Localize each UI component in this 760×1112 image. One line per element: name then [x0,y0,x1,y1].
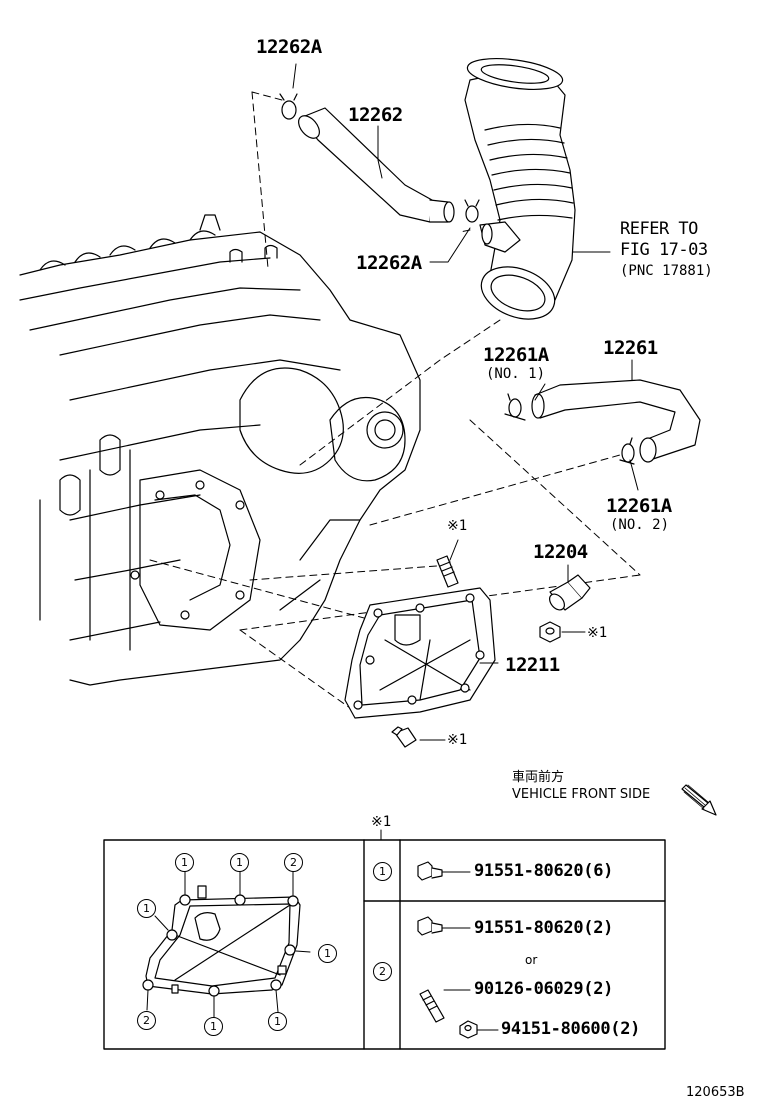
inset-callout-5: 1 [318,944,337,963]
inset-callout-1: 1 [175,853,194,872]
direction-arrow-icon [681,784,717,816]
pcv-valve-12204-icon [549,574,591,611]
table-bolt-1-icon [417,861,471,881]
table-row2-or: or [525,953,538,967]
inset-callout-2: 1 [230,853,249,872]
label-12211: 12211 [505,654,560,676]
label-12204: 12204 [533,541,588,563]
table-stud-icon [419,989,471,1023]
air-hose-icon [464,58,576,320]
label-12261A-no1: 12261A [483,344,549,366]
mark-stud: ※1 [447,518,468,534]
inset-callout-7: 1 [204,1017,223,1036]
engine-block-icon [19,214,421,686]
table-nut-icon [459,1020,499,1039]
pcv-hose-12261-icon [504,379,701,465]
label-12261: 12261 [603,337,658,359]
figure-id: 120653B [686,1085,745,1100]
cover-plate-12211-icon [344,587,496,719]
leader-lines [292,63,639,741]
label-12262A-mid: 12262A [356,252,422,274]
inset-cover-icon [142,869,311,1019]
table-row2-part-c: 94151-80600(2) [501,1019,641,1039]
table-row2-part-a: 91551-80620(2) [474,918,614,938]
table-mark: ※1 [371,814,392,830]
table-row1-key: 1 [373,862,392,881]
label-12261A-no1-note: (NO. 1) [486,366,546,382]
bolt-icon [391,726,417,748]
mark-bolt: ※1 [447,732,468,748]
refer-line-2: FIG 17-03 [620,240,708,260]
refer-line-3: (PNC 17881) [620,263,713,279]
nut-icon [539,621,561,643]
inset-callout-3: 2 [284,853,303,872]
pcv-hose-12262-icon [279,93,480,223]
label-12261A-no2-note: (NO. 2) [610,517,670,533]
inset-callout-6: 2 [137,1011,156,1030]
label-12262: 12262 [348,104,403,126]
refer-line-1: REFER TO [620,219,698,239]
stud-icon [436,555,459,588]
front-side-en: VEHICLE FRONT SIDE [512,787,651,802]
table-row2-key: 2 [373,962,392,981]
inset-callout-4: 1 [137,899,156,918]
label-12262A-top: 12262A [256,36,322,58]
front-side-jp: 車両前方 [512,770,565,785]
mark-nut: ※1 [587,625,608,641]
inset-callout-8: 1 [268,1012,287,1031]
table-row1-part: 91551-80620(6) [474,861,614,881]
table-bolt-2-icon [417,916,471,936]
table-row2-part-b: 90126-06029(2) [474,979,614,999]
label-12261A-no2: 12261A [606,495,672,517]
